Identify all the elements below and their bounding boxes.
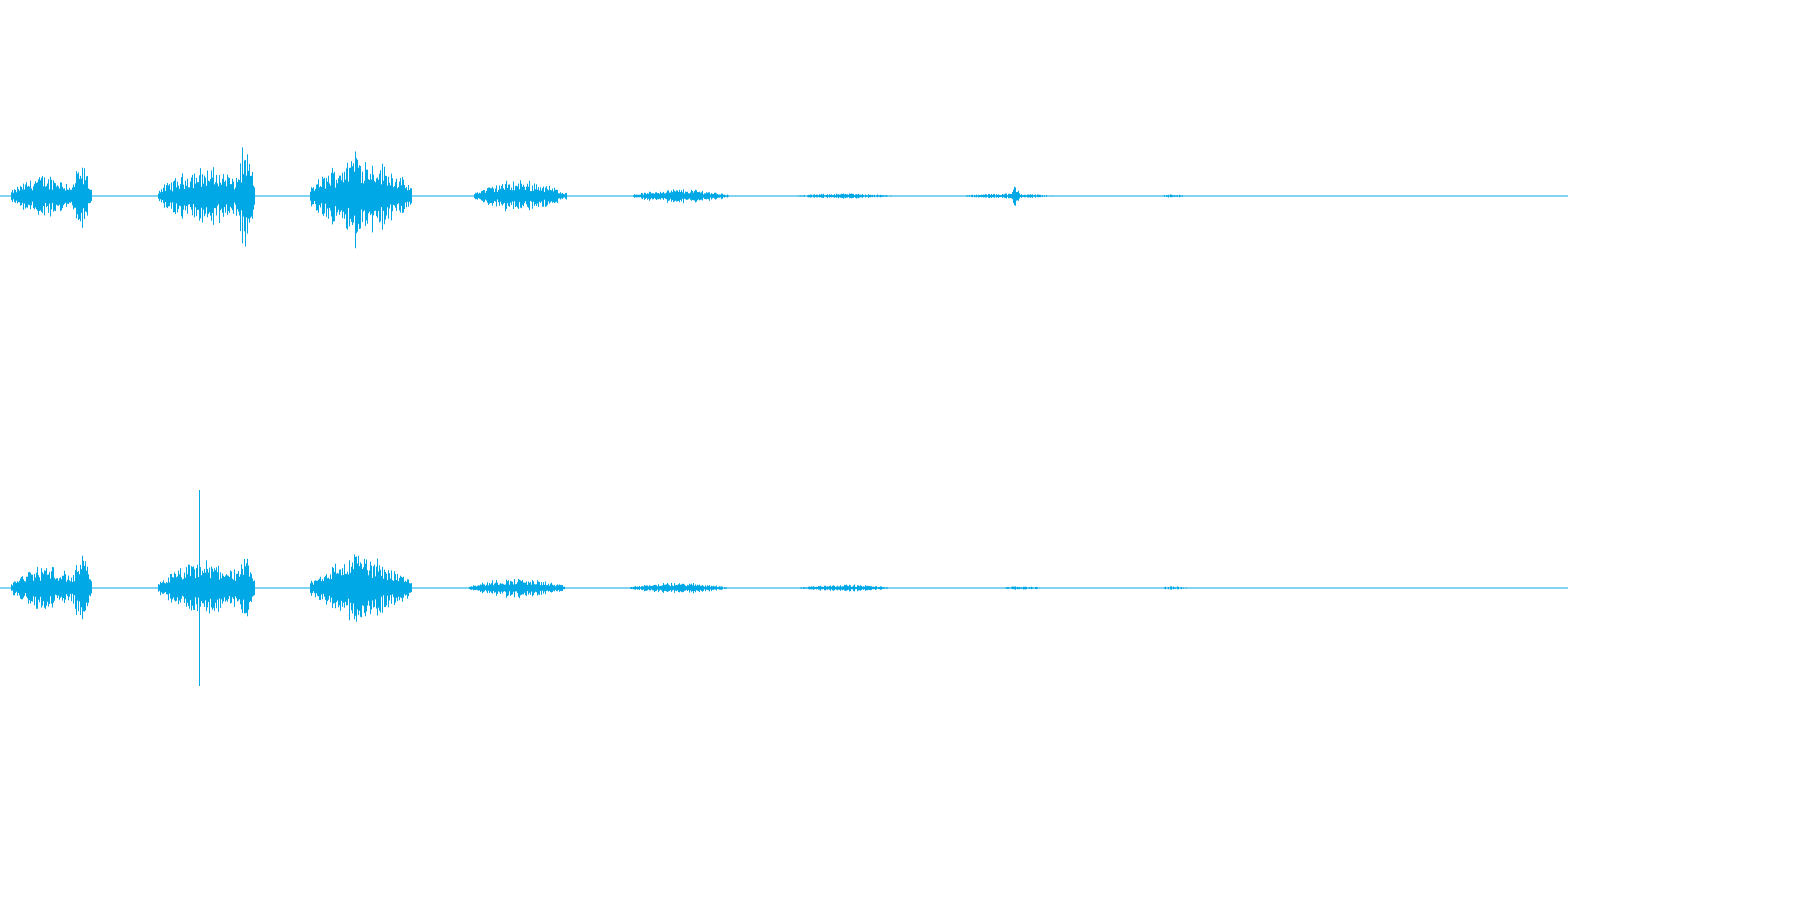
waveform-burst <box>630 582 727 594</box>
waveform-burst <box>71 167 92 228</box>
waveform-burst <box>1011 186 1020 206</box>
waveform-burst <box>800 584 890 592</box>
waveform-burst <box>348 151 365 249</box>
waveform-burst <box>11 175 81 217</box>
waveform-burst <box>235 147 255 247</box>
waveform-burst <box>474 180 567 212</box>
waveform-burst <box>71 555 92 620</box>
waveform-burst <box>633 189 729 204</box>
waveform-channel-bottom <box>0 490 1568 686</box>
waveform-burst <box>469 579 565 599</box>
waveform-burst <box>1160 194 1185 198</box>
waveform-burst <box>11 566 81 609</box>
waveform-channel-top <box>0 147 1568 249</box>
waveform-burst <box>1000 586 1044 590</box>
waveform-burst <box>1160 586 1188 590</box>
waveform-burst <box>348 554 365 622</box>
waveform-burst <box>964 193 1052 199</box>
waveform-burst <box>797 193 892 199</box>
waveform-burst <box>235 558 255 617</box>
